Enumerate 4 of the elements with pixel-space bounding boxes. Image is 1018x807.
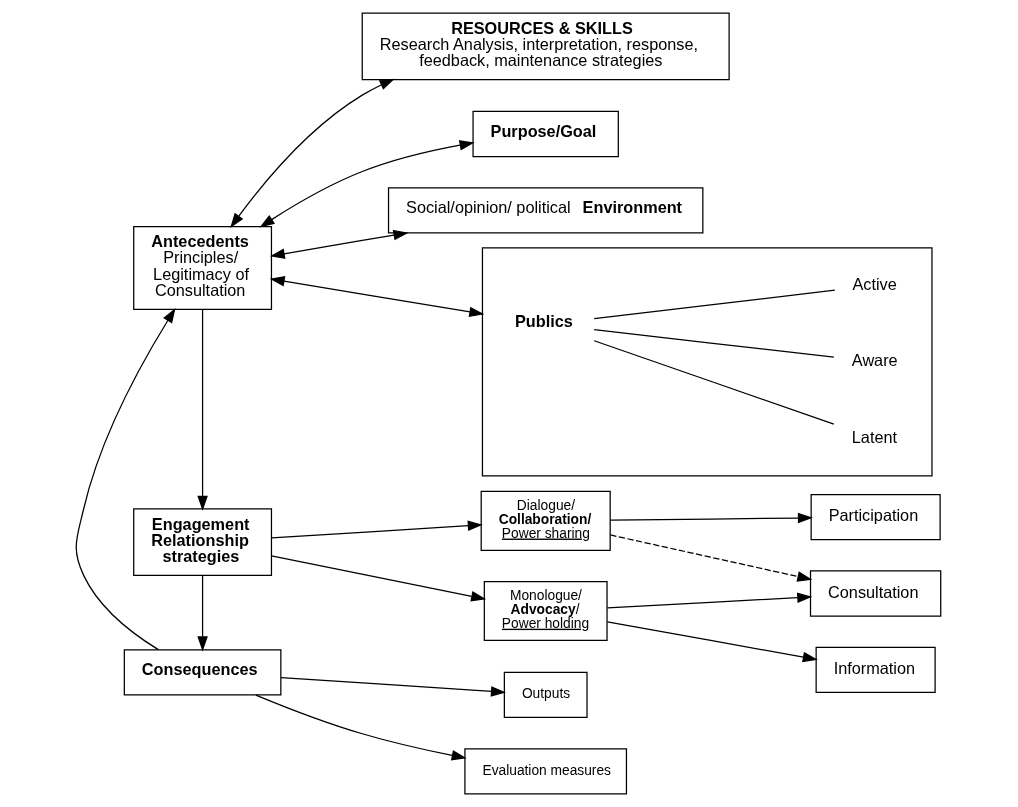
node-text: Aware <box>851 351 898 370</box>
node-text: Latent <box>851 427 898 446</box>
node-text: Publics <box>515 312 573 331</box>
node-text: Active <box>852 274 897 293</box>
